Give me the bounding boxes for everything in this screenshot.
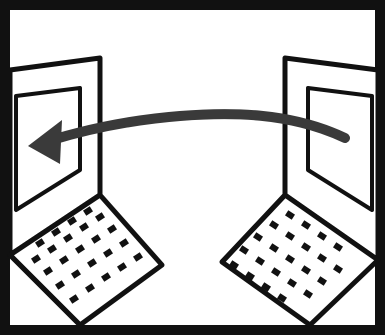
laptop-transfer-icon (0, 0, 385, 335)
